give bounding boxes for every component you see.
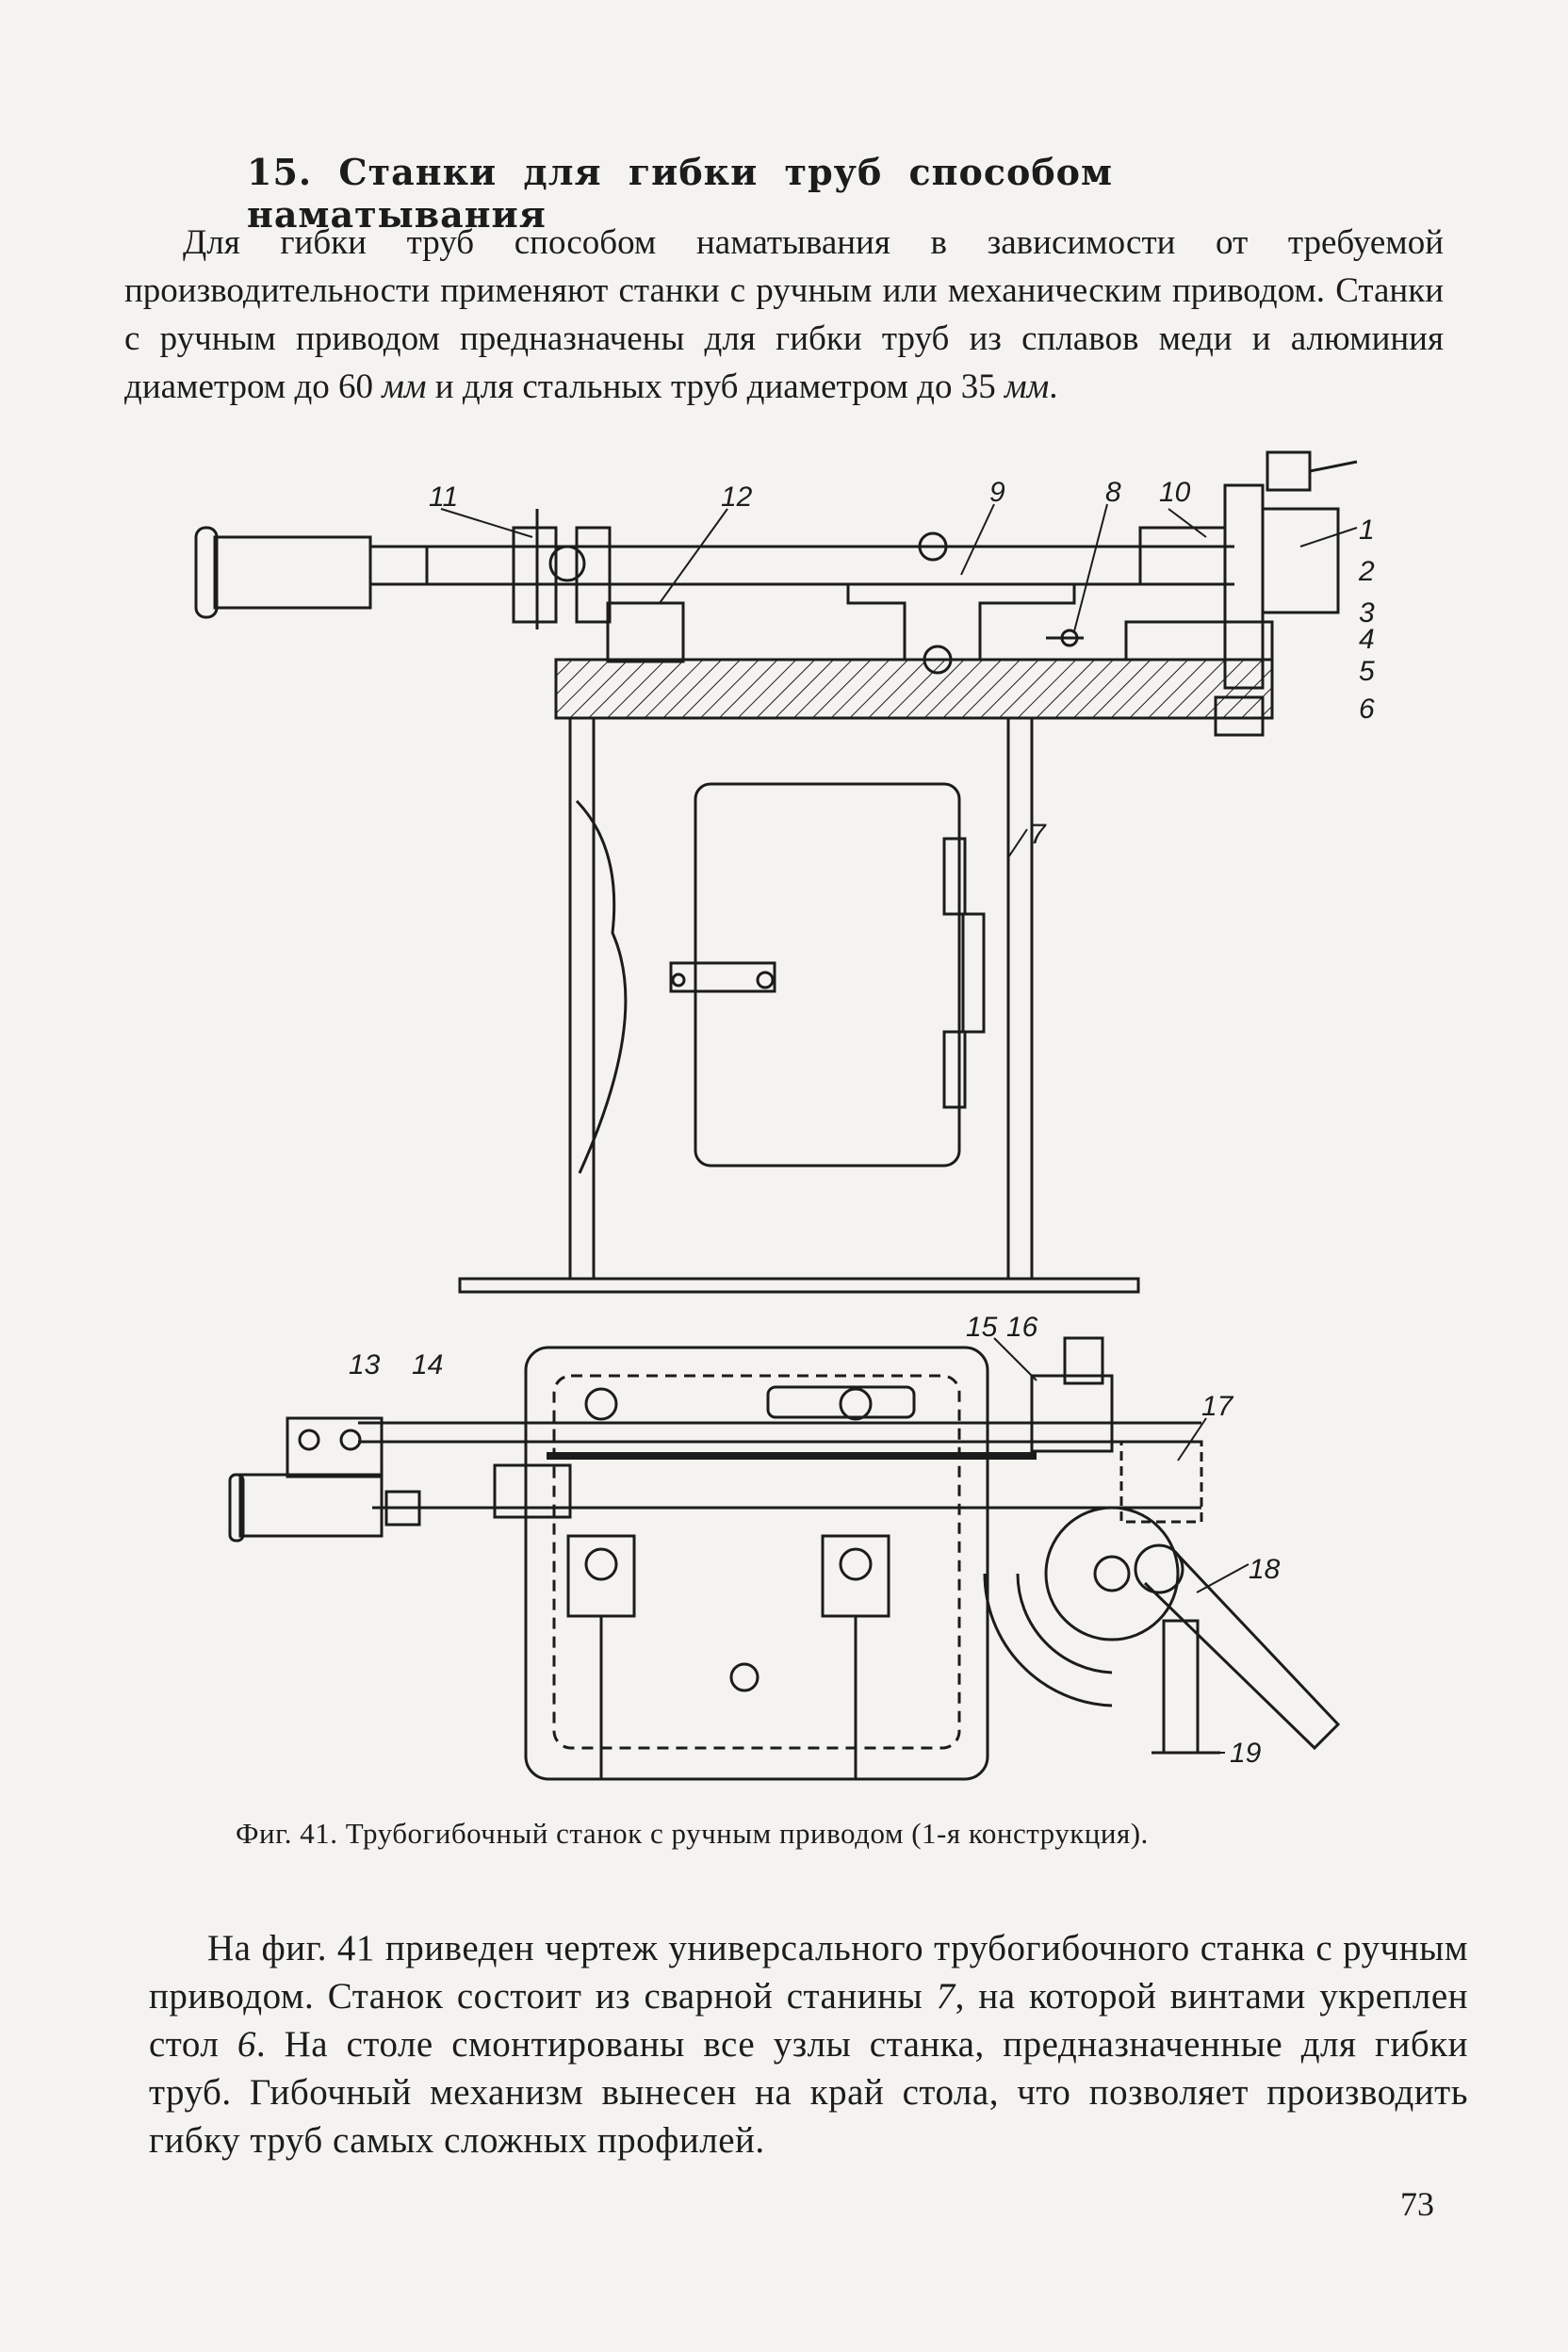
handwheel-left: [194, 526, 219, 619]
para2-punct: ,: [955, 1976, 965, 2017]
para2-line: . На столе смонтированы все: [255, 2024, 756, 2065]
figure-caption: Фиг. 41. Трубогибочный станок с ручным п…: [236, 1817, 1149, 1850]
label-6: 6: [1359, 694, 1375, 725]
para1-line: из сплавов меди и алюминия диаметром до …: [124, 319, 1444, 406]
label-8: 8: [1105, 477, 1121, 508]
para1-line: .: [1049, 368, 1058, 406]
para2-line: На фиг. 41 приведен чертеж универсальног…: [207, 1928, 1190, 1968]
ref-number: 7: [936, 1976, 956, 2017]
label-1: 1: [1359, 514, 1375, 546]
label-4: 4: [1359, 624, 1375, 655]
para2-line: сложных профилей.: [444, 2120, 765, 2161]
label-13: 13: [349, 1349, 381, 1380]
para1-line: приводом. Станки с ручным приводом предн…: [124, 271, 1445, 358]
label-15: 15: [966, 1312, 998, 1343]
unit-mm: мм: [382, 368, 427, 406]
bending-roll: [1044, 1506, 1180, 1642]
para1-line: труб диаметром до 35: [670, 368, 1004, 406]
vertical-shaft: [1223, 483, 1265, 690]
label-11: 11: [429, 482, 458, 513]
table-slab: [554, 658, 1274, 720]
base-plate: [458, 1277, 1140, 1294]
section-heading: 15. Станки для гибки труб способом намат…: [247, 151, 1114, 236]
ref-number: 6: [237, 2024, 256, 2065]
para2-line: узлы станка, предназначенные для гибки т…: [149, 2024, 1468, 2113]
label-7: 7: [1030, 819, 1047, 850]
para2-line: на которой винтами укреплен стол: [149, 1976, 1469, 2065]
label-3: 3: [1359, 597, 1375, 629]
unit-mm: мм: [1004, 368, 1050, 406]
label-5: 5: [1359, 656, 1375, 687]
plan-table: [524, 1346, 989, 1781]
label-2: 2: [1358, 556, 1375, 587]
door: [694, 782, 961, 1168]
left-housing: [213, 535, 372, 610]
label-12: 12: [721, 482, 753, 513]
para1-line: Для гибки труб способом наматывания в за…: [183, 223, 1444, 262]
para2-line: станка с ручным приводом. Станок состоит…: [149, 1928, 1468, 2017]
label-16: 16: [1006, 1312, 1038, 1343]
page-number: 73: [1400, 2185, 1434, 2223]
para1-line: и для стальных: [426, 368, 662, 406]
label-10: 10: [1159, 477, 1191, 508]
para2-line: вынесен на край стола, что позволяет про…: [149, 2072, 1469, 2161]
label-14: 14: [412, 1349, 443, 1380]
paragraph-intro: Для гибки труб способом наматывания в за…: [124, 219, 1444, 411]
label-9: 9: [989, 477, 1005, 508]
paragraph-description: На фиг. 41 приведен чертеж универсальног…: [149, 1924, 1468, 2164]
handwheel-plan: [228, 1473, 245, 1543]
label-18: 18: [1249, 1554, 1281, 1585]
label-19: 19: [1230, 1738, 1262, 1769]
label-17: 17: [1201, 1391, 1234, 1422]
para1-line: производительности применяют станки с ру…: [124, 271, 1162, 310]
